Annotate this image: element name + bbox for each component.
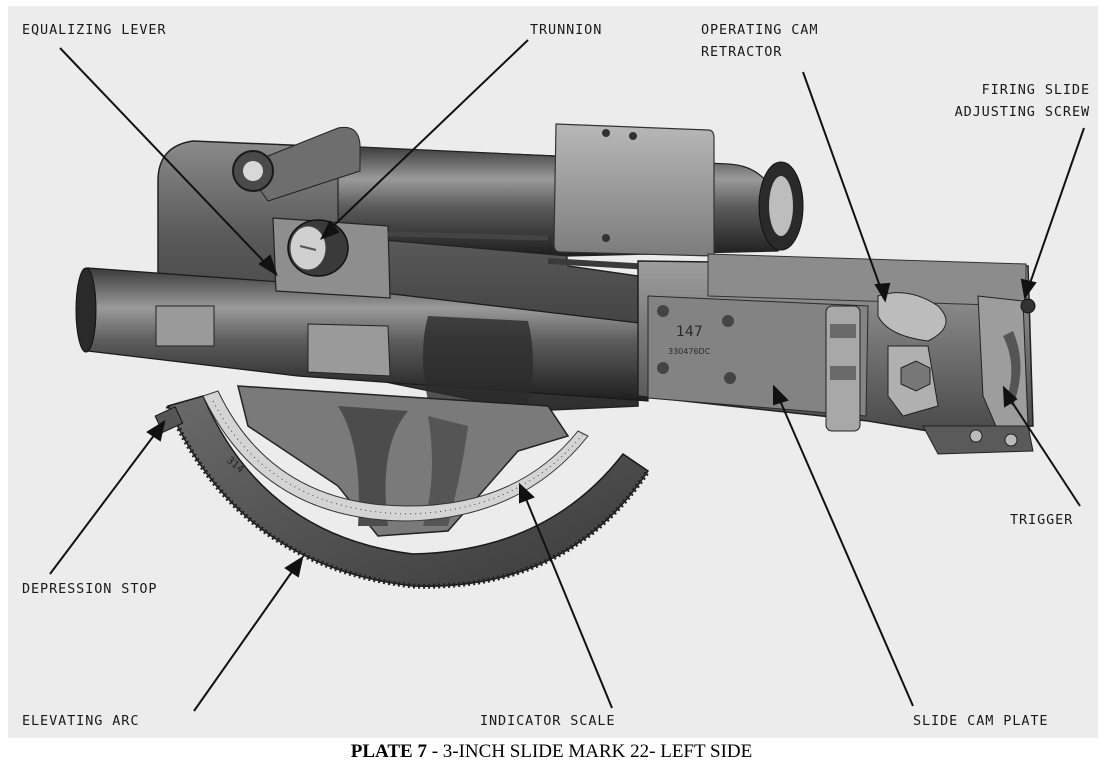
label-trigger: TRIGGER xyxy=(1010,512,1074,528)
label-elevating-arc: ELEVATING ARC xyxy=(22,713,140,729)
leader-elevating-arc xyxy=(193,565,297,712)
operating-cam xyxy=(877,292,947,342)
leader-equalizing-lever xyxy=(59,47,271,269)
label-indicator-scale: INDICATOR SCALE xyxy=(480,713,616,729)
pedestal-frame xyxy=(237,385,570,537)
label-depression-stop: DEPRESSION STOP xyxy=(22,581,158,597)
gun-slide-illustration: 147 330476DC 314 xyxy=(49,39,1085,712)
technical-plate: 147 330476DC 314 xyxy=(8,6,1098,738)
leader-operating-cam-retractor xyxy=(802,71,883,293)
trigger-lever xyxy=(1003,331,1021,406)
leader-trigger xyxy=(1007,395,1081,507)
indicator-scale-band xyxy=(202,390,589,522)
plate-number: PLATE 7 xyxy=(350,741,427,762)
label-operating-cam-line1: OPERATING CAM xyxy=(701,22,819,38)
leader-depression-stop xyxy=(49,429,159,575)
lower-cylinder-end xyxy=(75,267,97,353)
label-trunnion: TRUNNION xyxy=(530,22,603,38)
top-plate xyxy=(553,123,715,257)
slide-cam-plate-shape xyxy=(647,295,869,417)
leader-indicator-scale xyxy=(523,493,613,709)
lever-rod xyxy=(387,231,549,241)
label-firing-slide-line1: FIRING SLIDE xyxy=(981,82,1090,98)
serial-marking: 147 xyxy=(676,324,703,340)
label-equalizing-lever: EQUALIZING LEVER xyxy=(22,22,167,38)
plate-title: - 3-INCH SLIDE MARK 22- LEFT SIDE xyxy=(426,741,753,762)
leader-firing-slide-screw xyxy=(1027,127,1085,290)
pipe-fitting xyxy=(242,126,361,202)
leader-slide-cam-plate xyxy=(777,395,914,707)
part-marking: 330476DC xyxy=(668,347,711,356)
plate-caption: PLATE 7 - 3-INCH SLIDE MARK 22- LEFT SID… xyxy=(0,741,1103,763)
leader-trunnion xyxy=(327,39,529,232)
label-firing-slide-line2: ADJUSTING SCREW xyxy=(954,104,1090,120)
leader-lines xyxy=(49,39,1085,712)
label-operating-cam-line2: RETRACTOR xyxy=(701,44,783,60)
label-slide-cam-plate: SLIDE CAM PLATE xyxy=(913,713,1049,729)
